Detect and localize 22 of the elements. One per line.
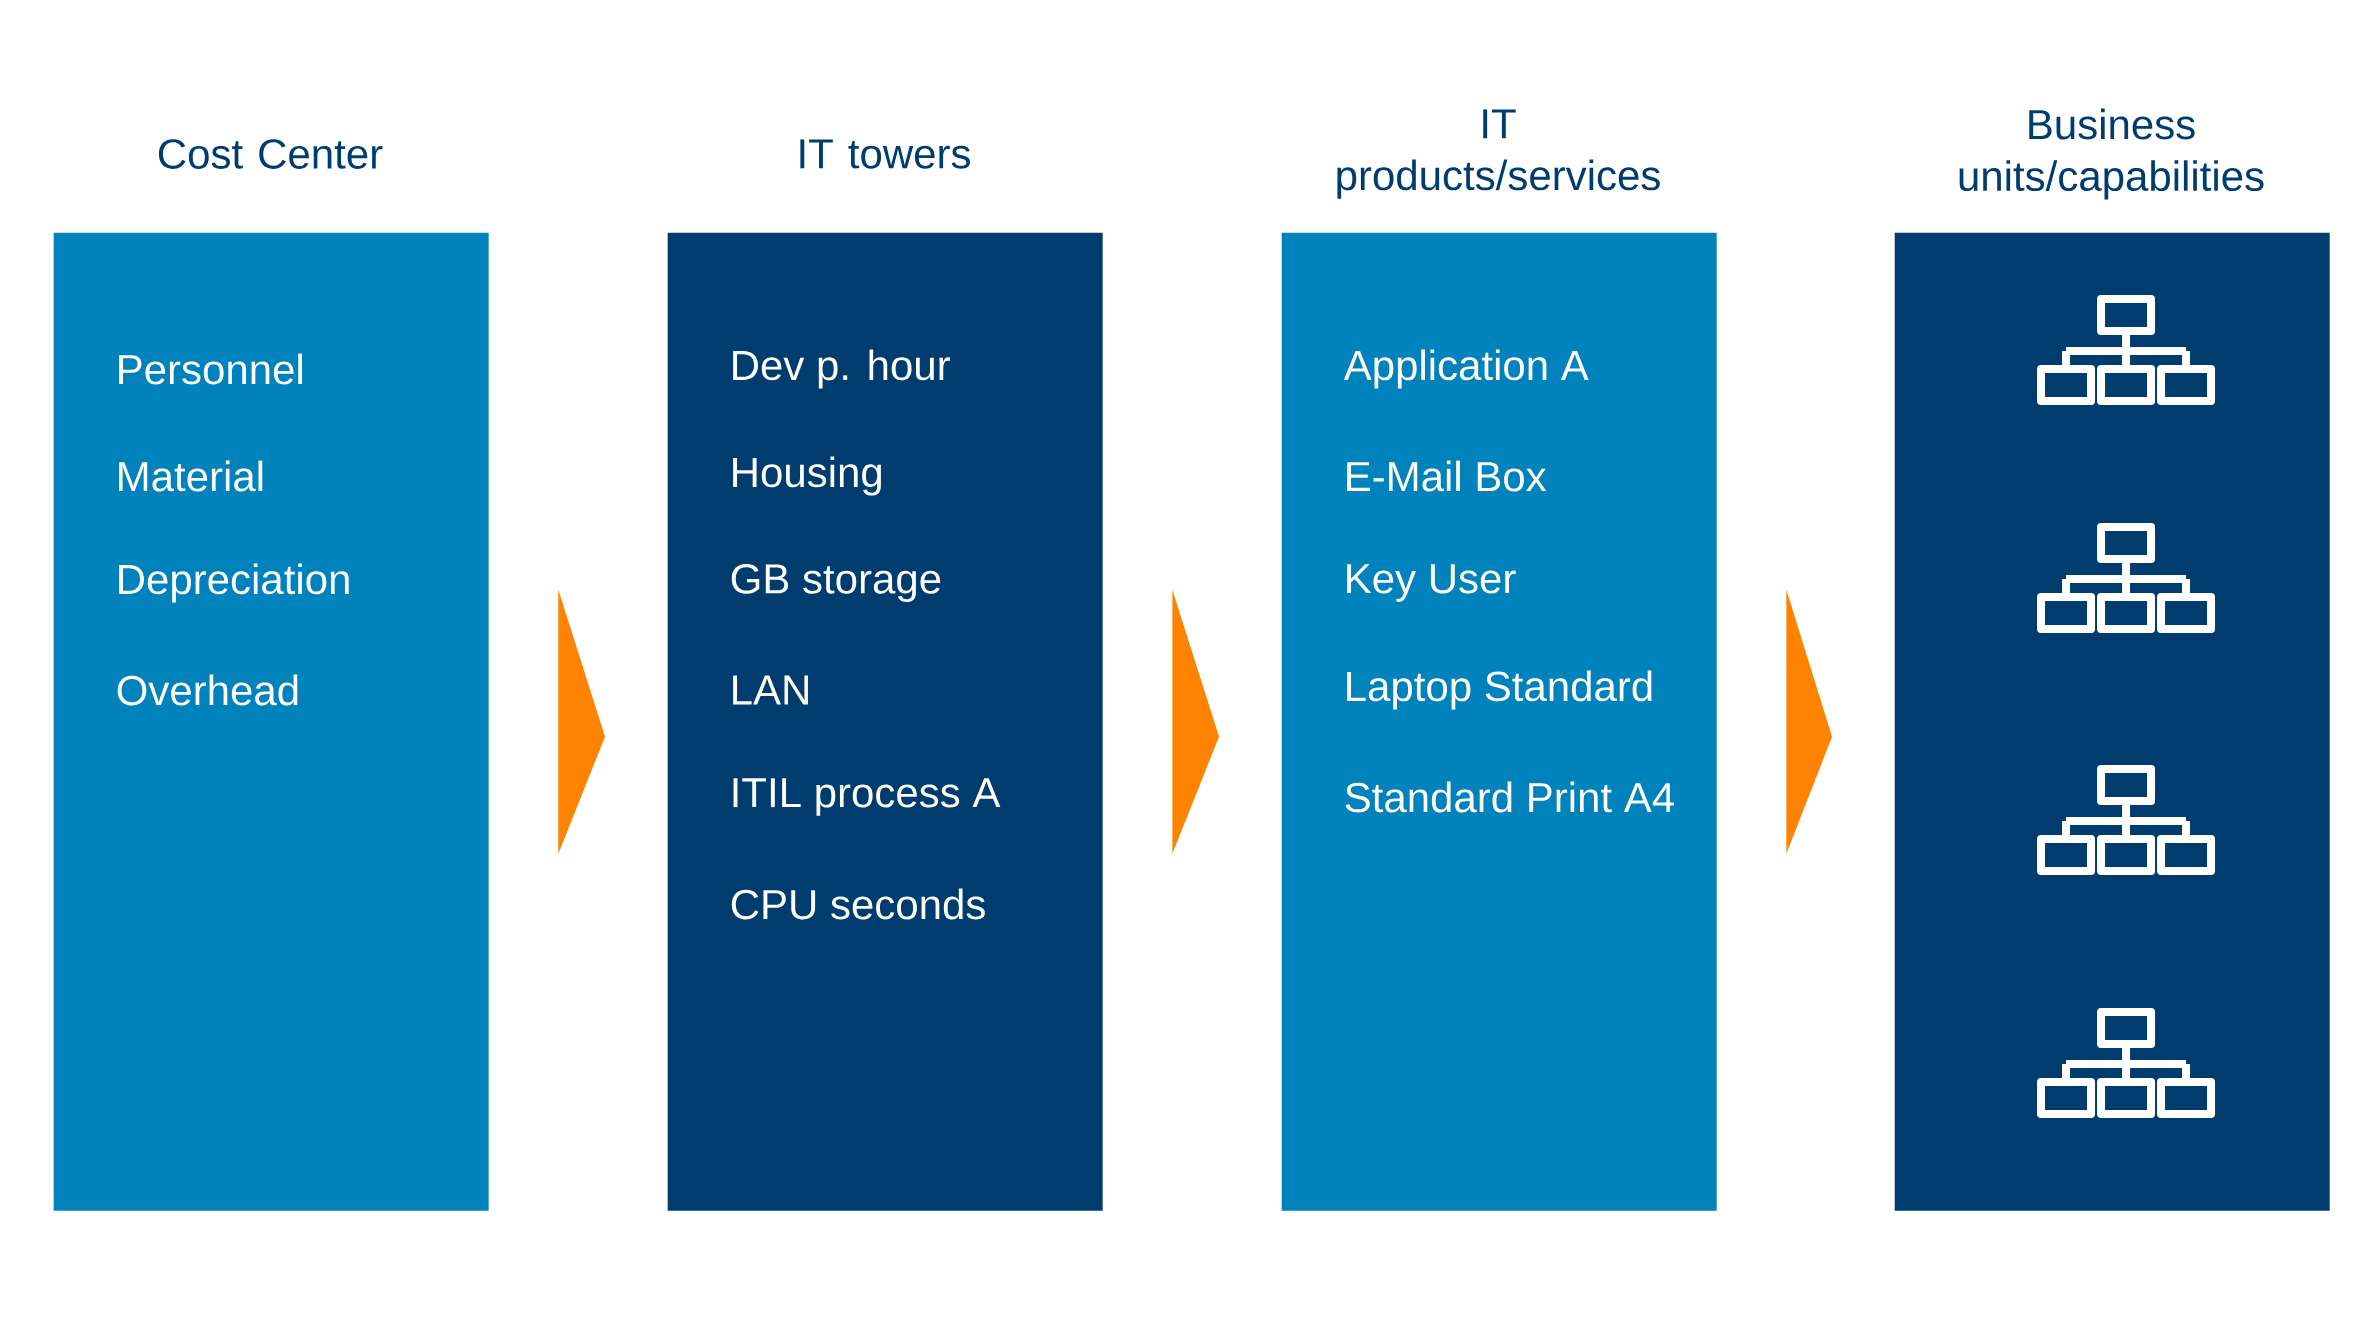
chevron-arrow: [558, 589, 605, 854]
list-item: GB storage: [731, 564, 941, 603]
list-item: Material: [119, 460, 263, 492]
list-item: Personnel: [119, 353, 302, 385]
list-item: Dev p. hour: [733, 349, 950, 389]
list-item: CPU seconds: [731, 888, 985, 920]
list-item: Key User: [1347, 564, 1516, 602]
list-item: Application A: [1343, 349, 1589, 389]
chevron-arrow: [1172, 589, 1220, 854]
column-heading: Business units/capabilities: [1959, 108, 2264, 200]
list-item: ITIL process A: [733, 778, 1001, 816]
list-item: E-Mail Box: [1347, 460, 1547, 492]
list-item: Housing: [733, 456, 882, 496]
chevron-arrow: [1786, 589, 1833, 854]
list-item: Depreciation: [119, 563, 349, 603]
list-item: Overhead: [117, 674, 298, 706]
column-heading: IT towers: [800, 139, 970, 169]
column-heading: IT products/services: [1337, 109, 1660, 199]
list-item: LAN: [733, 675, 808, 705]
column-heading: Cost Center: [158, 139, 383, 169]
list-item: Standard Print A4: [1345, 781, 1674, 813]
list-item: Laptop Standard: [1347, 670, 1652, 710]
